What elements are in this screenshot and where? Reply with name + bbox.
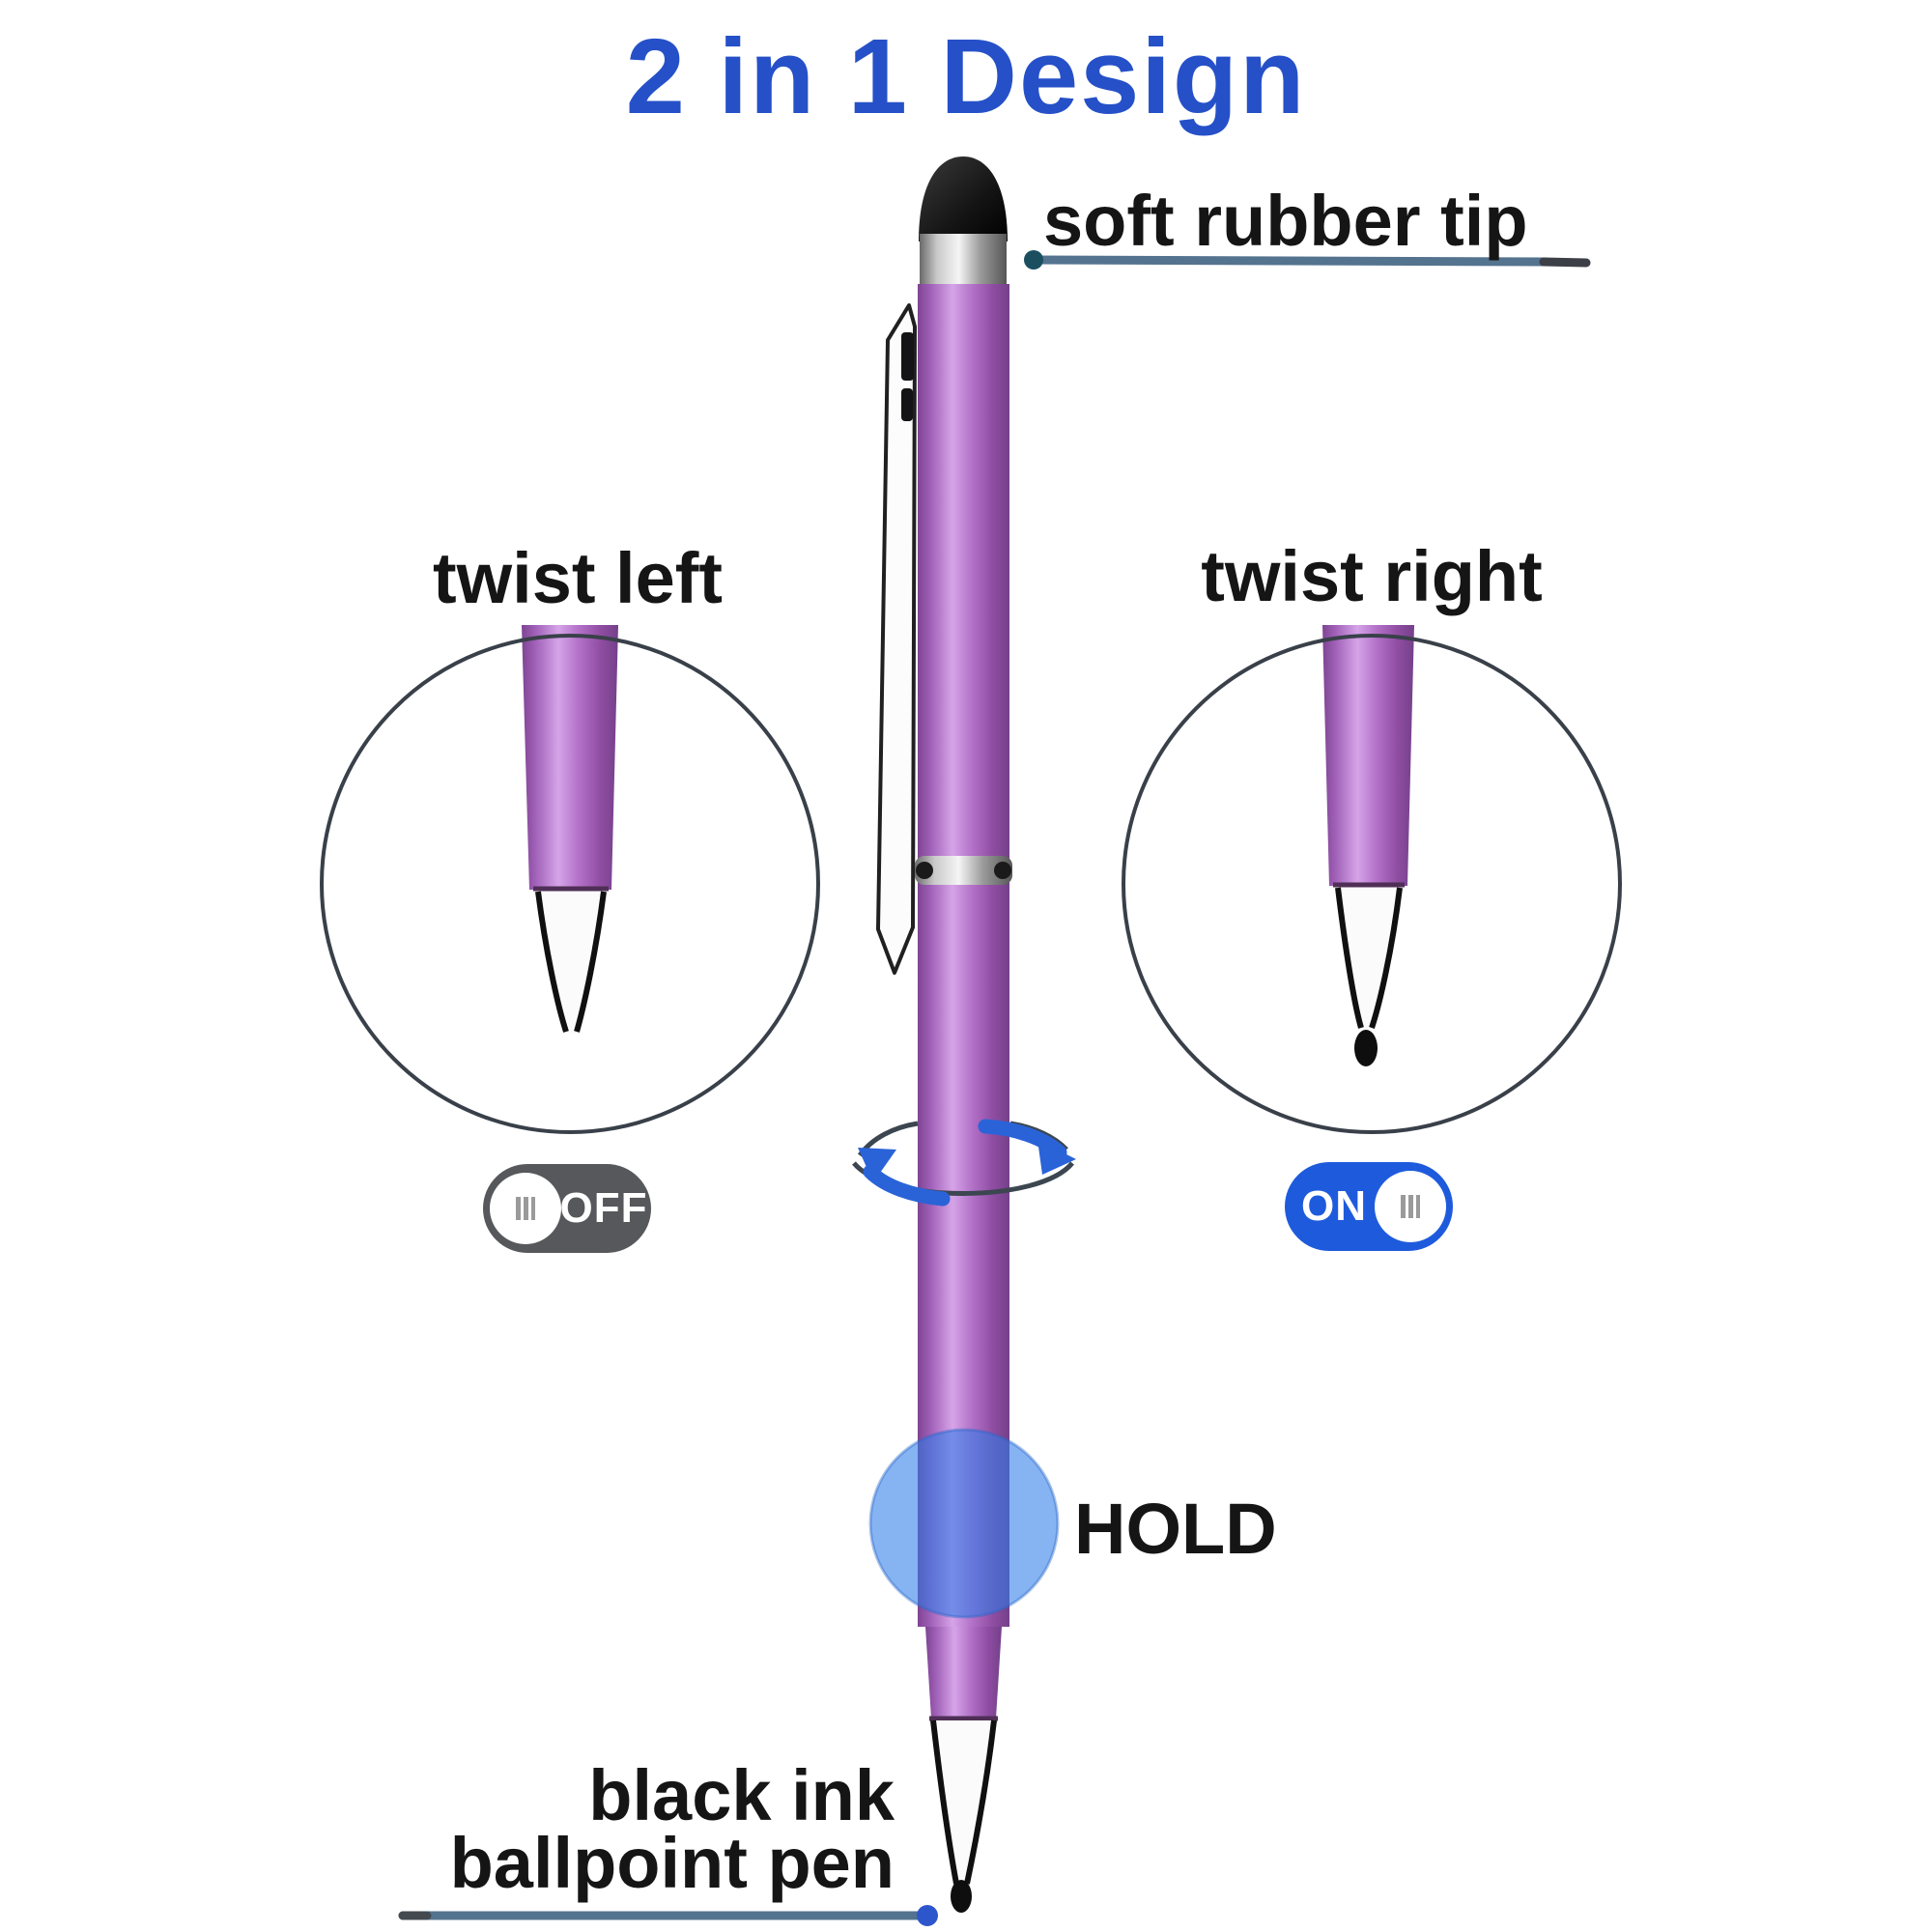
pen-ferrule bbox=[925, 1627, 1002, 1719]
twist-right-inset bbox=[1122, 625, 1622, 1134]
inset-pen-body bbox=[1322, 625, 1414, 886]
cone-edge bbox=[930, 1719, 959, 1885]
inset-pen-body bbox=[522, 625, 618, 890]
knob-grip-icon bbox=[1401, 1195, 1420, 1218]
off-toggle-switch: OFF bbox=[483, 1164, 651, 1253]
twist-ring bbox=[915, 856, 1012, 885]
inset-cone-edge bbox=[535, 891, 569, 1033]
clip-shadow bbox=[901, 388, 913, 421]
inset-cone-edge bbox=[1335, 887, 1364, 1029]
inset-circle-outline bbox=[320, 634, 820, 1134]
knob-grip-icon bbox=[516, 1197, 535, 1220]
soft-rubber-tip-label: soft rubber tip bbox=[1043, 181, 1528, 261]
inset-cone bbox=[1337, 888, 1401, 1030]
inset-cone-edge bbox=[574, 891, 607, 1033]
ballpoint-pen-label-line1: black ink bbox=[588, 1755, 895, 1835]
on-toggle-label: ON bbox=[1301, 1182, 1367, 1230]
ballpoint-pen-label-line2: ballpoint pen bbox=[449, 1823, 895, 1903]
hold-label: HOLD bbox=[1074, 1489, 1277, 1569]
ballpoint-callout-line bbox=[398, 1905, 938, 1926]
rubber-tip bbox=[919, 156, 1008, 242]
pen-cone bbox=[932, 1720, 995, 1886]
twist-left-label: twist left bbox=[432, 538, 724, 618]
pen-clip bbox=[876, 303, 917, 975]
ring-shadow bbox=[916, 862, 933, 879]
twist-right-label: twist right bbox=[1201, 536, 1543, 616]
on-toggle-knob bbox=[1375, 1171, 1446, 1242]
inset-cone-edge bbox=[1369, 887, 1403, 1029]
chrome-collar bbox=[920, 234, 1007, 286]
rotate-arrows-icon bbox=[852, 1119, 1076, 1207]
twist-left-inset bbox=[320, 625, 820, 1134]
inset-cone bbox=[537, 892, 605, 1034]
on-toggle-switch: ON bbox=[1285, 1162, 1453, 1251]
clip-shadow bbox=[901, 332, 914, 381]
ballpoint-pen-label: black ink ballpoint pen bbox=[363, 1755, 895, 1903]
off-toggle-label: OFF bbox=[559, 1184, 648, 1232]
ballpoint-tip bbox=[951, 1880, 972, 1913]
pen-barrel bbox=[918, 284, 1009, 1627]
hold-highlight-circle bbox=[868, 1428, 1060, 1619]
inset-circle-outline bbox=[1122, 634, 1622, 1134]
off-toggle-knob bbox=[490, 1173, 561, 1244]
ring-shadow bbox=[994, 862, 1011, 879]
soft-tip-callout-line bbox=[1024, 250, 1591, 270]
stylus-pen bbox=[876, 156, 1012, 1913]
inset-ballpoint-tip bbox=[1354, 1030, 1378, 1066]
page-title: 2 in 1 Design bbox=[625, 17, 1307, 136]
cone-edge bbox=[964, 1719, 997, 1885]
